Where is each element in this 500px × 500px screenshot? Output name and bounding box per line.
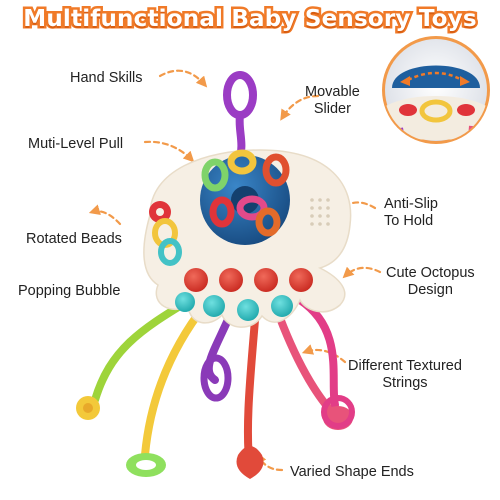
label-multi-level-pull: Muti-Level Pull [28, 136, 124, 152]
label-textured-strings-line2: Strings [382, 374, 428, 391]
purple-pull-ring [223, 71, 257, 164]
label-movable-slider-line1: Movable [305, 84, 360, 100]
label-textured-strings: Different Textured Strings [348, 358, 462, 391]
label-anti-slip-line2: To Hold [384, 212, 434, 229]
string-ends [76, 354, 355, 479]
label-anti-slip: Anti-Slip To Hold [384, 196, 438, 229]
octopus-body [143, 149, 352, 328]
label-textured-strings-line1: Different Textured [348, 358, 462, 374]
label-movable-slider-line2: Slider [313, 100, 351, 117]
label-rotated-beads: Rotated Beads [26, 231, 122, 247]
rotating-rings [201, 149, 290, 237]
arrow-hand-skills [158, 69, 208, 88]
arrow-rotated-beads [88, 204, 122, 226]
popping-bubbles [175, 268, 313, 321]
arrow-textured-strings [301, 344, 347, 364]
slider-inset-photo [382, 36, 490, 144]
label-cute-octopus-line1: Cute Octopus [386, 265, 475, 281]
arrow-multi-level-pull [143, 140, 195, 163]
label-cute-octopus-line2: Design [407, 281, 453, 298]
arrow-cute-octopus [342, 266, 382, 279]
arrow-anti-slip [337, 200, 377, 213]
rotated-beads [149, 201, 182, 266]
label-cute-octopus: Cute Octopus Design [386, 265, 475, 298]
arrow-movable-slider [280, 94, 320, 121]
label-varied-shape-ends: Varied Shape Ends [290, 464, 414, 480]
heart-end-icon [236, 446, 264, 479]
pull-strings [91, 296, 339, 474]
label-anti-slip-line1: Anti-Slip [384, 196, 438, 212]
page-title: Multifunctional Baby Sensory Toys [21, 4, 479, 35]
label-popping-bubble: Popping Bubble [18, 283, 121, 299]
label-hand-skills: Hand Skills [70, 70, 143, 86]
label-movable-slider: Movable Slider [305, 84, 360, 117]
loop-end-icon [200, 354, 232, 402]
oval-end-icon [321, 395, 355, 429]
